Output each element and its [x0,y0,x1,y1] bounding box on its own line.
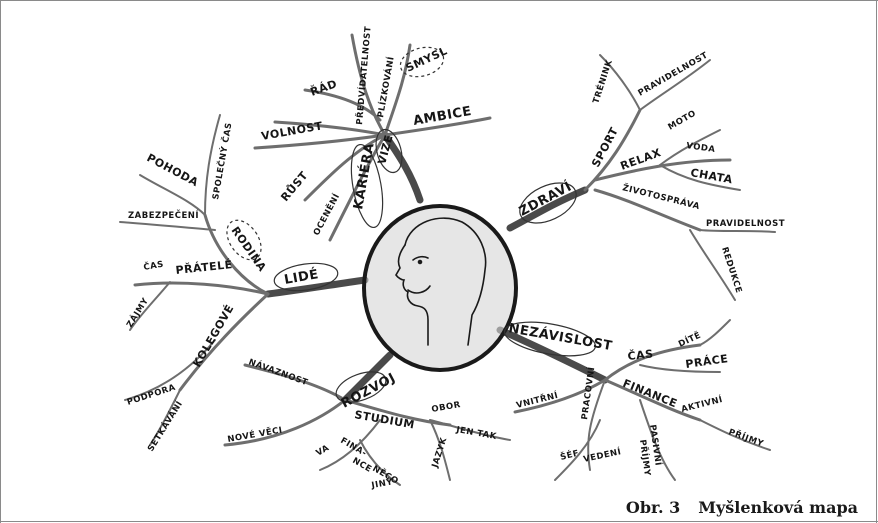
label-prijmy-1: PŘÍJMY [727,426,766,450]
label-aktivni: AKTIVNÍ [680,393,724,415]
label-trenink: TRÉNINK [589,58,615,105]
label-moto: MOTO [667,109,699,133]
label-redukce: REDUKCE [719,246,743,295]
center-node [364,206,516,370]
label-sef: ŠÉF [559,447,581,463]
label-spolecny-cas: SPOLEČNÝ ČAS [209,121,234,200]
figure-number: Obr. 3 [626,498,680,517]
label-zajmy: ZÁJMY [123,295,151,330]
center-shading [366,208,514,368]
label-kariera: KARIÉRA [350,142,377,211]
label-chata: CHATA [689,166,733,186]
figure-caption: Obr. 3 Myšlenková mapa [626,498,858,517]
label-jen-tak: JEN TAK [454,425,497,442]
label-zivotosprava: ŽIVOTOSPRÁVA [621,181,701,212]
label-pravidelnost-1: PRAVIDELNOST [637,50,710,98]
label-cas-1: ČAS [142,258,164,273]
label-setkavani: SETKÁVÁNÍ [144,398,185,453]
label-obor: OBOR [431,400,462,415]
label-podpora: PODPORA [126,383,177,408]
label-pratele: PŘÁTELÉ [175,258,233,277]
label-predvidatelnost: PŘEDVÍDATELNOST [353,25,374,125]
label-finance: FINANCE [621,377,679,411]
label-zabezpeceni: ZABEZPEČENÍ [128,209,199,221]
label-ocenenl: OCENĚNÍ [310,191,342,237]
label-pravidelnost-2: PRAVIDELNOST [706,219,785,229]
label-cas-2: ČAS [627,347,654,363]
label-voda: VODA [686,141,716,155]
label-navaznost: NÁVAZNOST [247,356,310,389]
label-sport: SPORT [589,125,621,169]
label-kolegove: KOLEGOVÉ [190,302,236,369]
figure-title: Myšlenková mapa [698,498,858,517]
label-prace: PRÁCE [685,352,730,371]
label-va: VA [315,443,332,458]
